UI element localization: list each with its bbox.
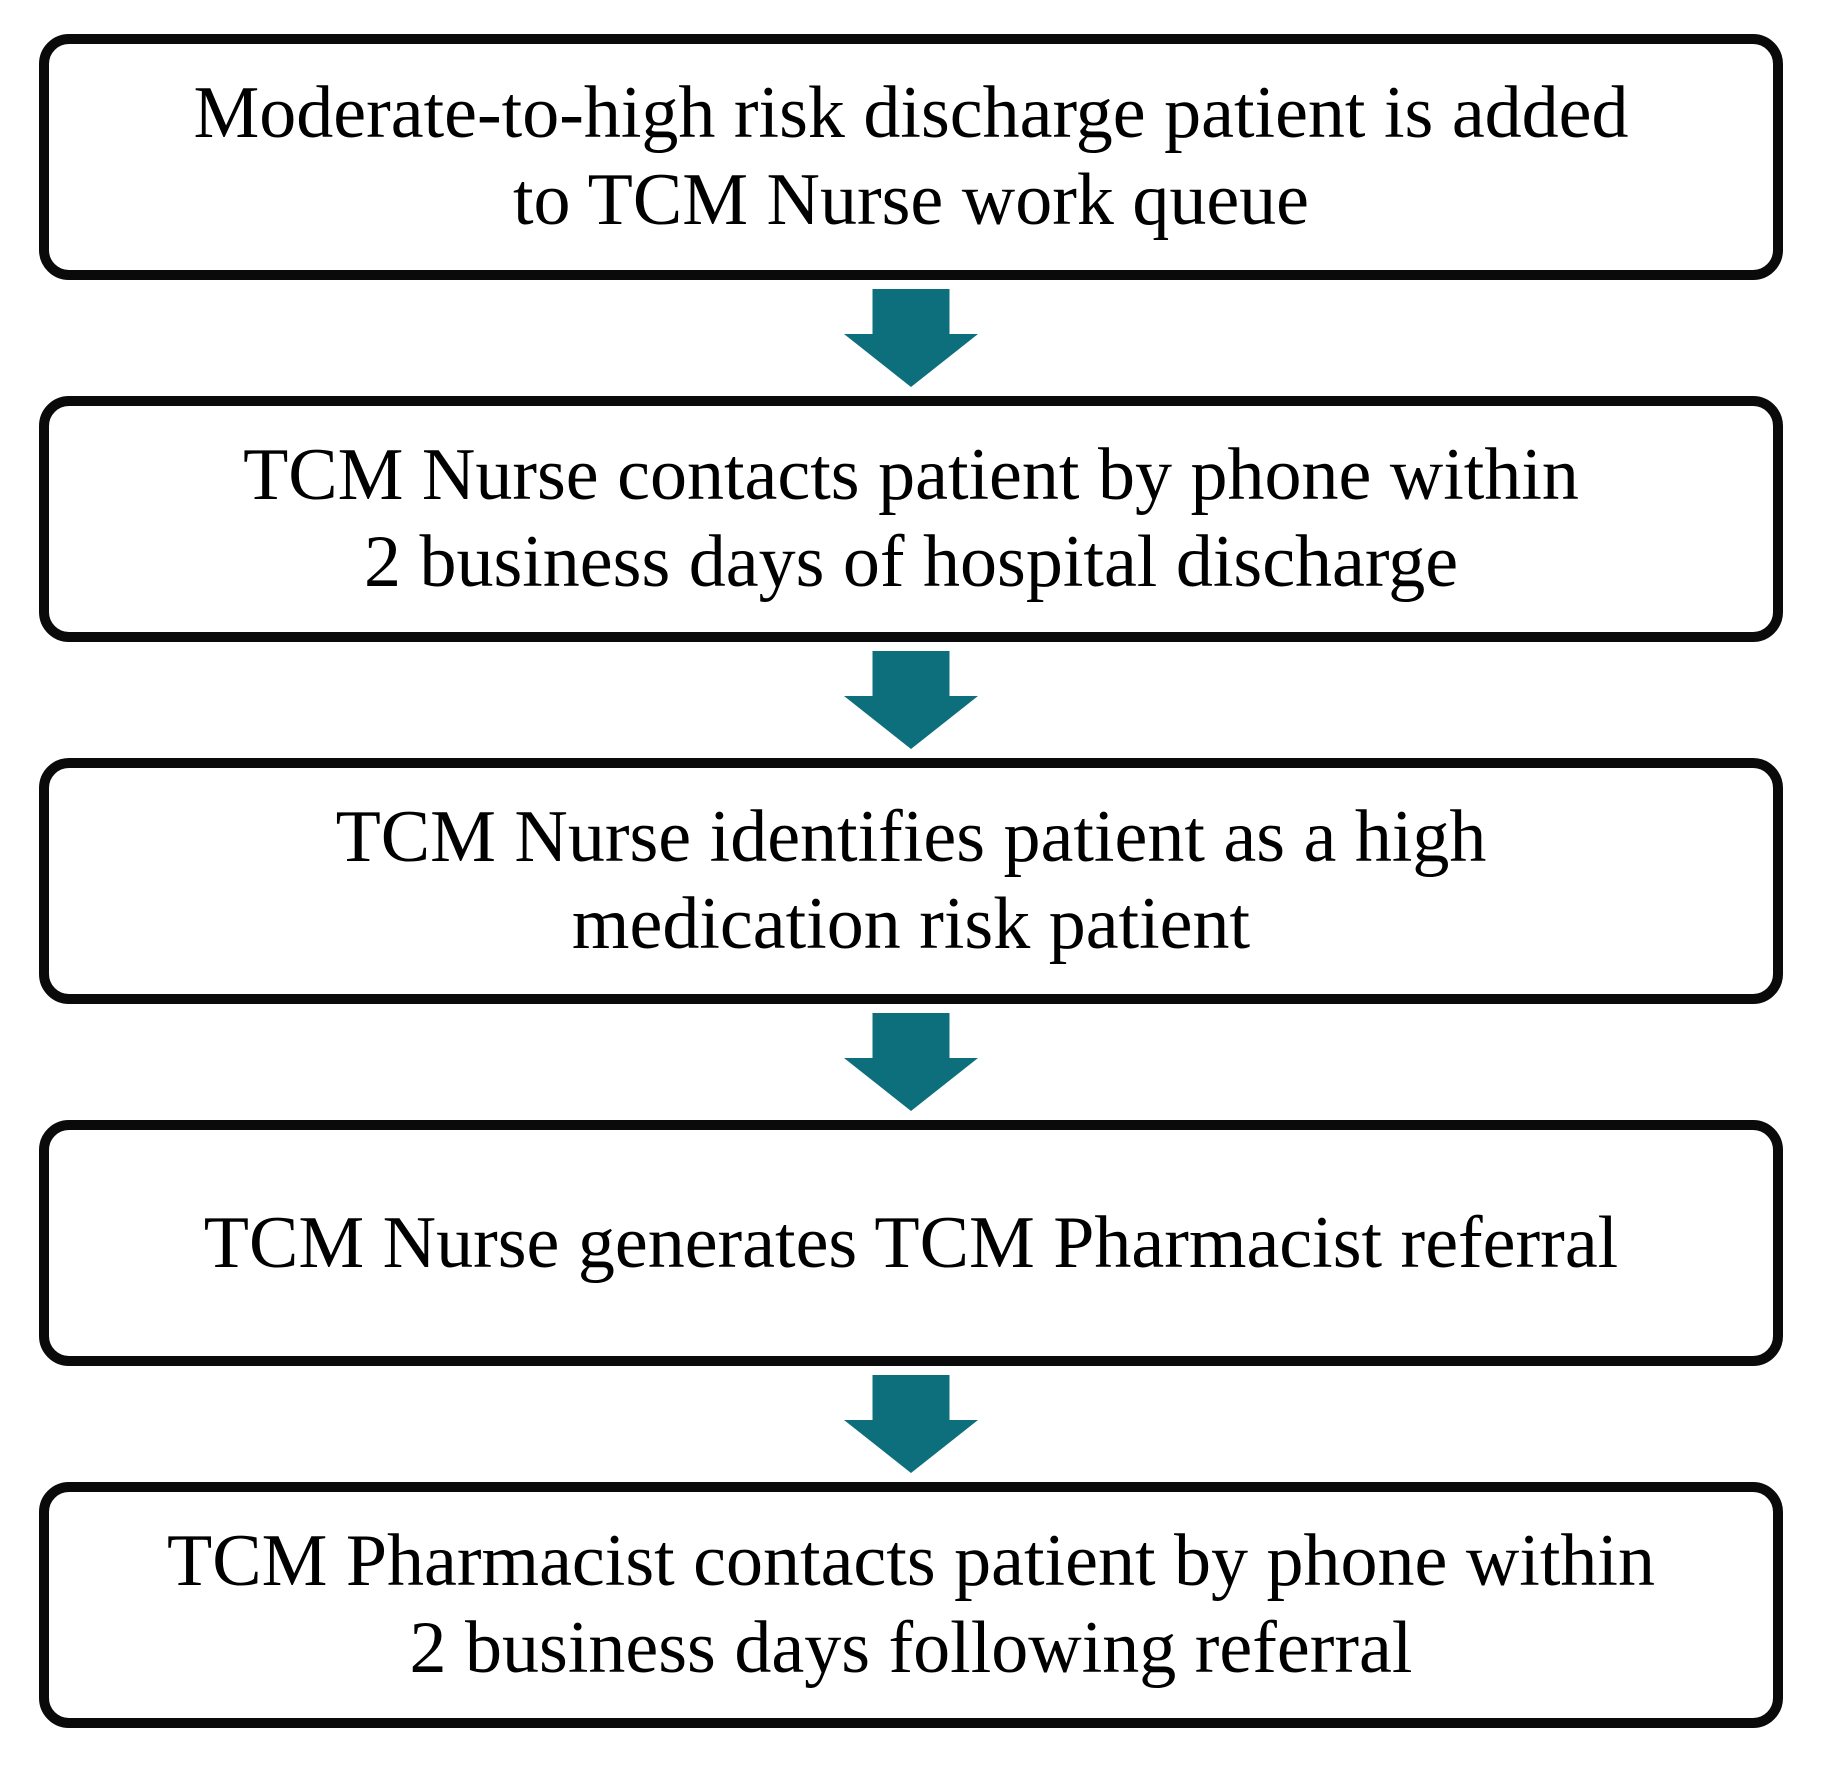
down-arrow-shape [844, 1013, 978, 1111]
connector-1 [844, 280, 978, 396]
down-arrow-icon [844, 1013, 978, 1111]
flow-step-3: TCM Nurse identifies patient as a high m… [39, 758, 1783, 1004]
flow-step-1-text: Moderate-to-high risk discharge patient … [193, 72, 1629, 241]
down-arrow-icon [844, 1375, 978, 1473]
down-arrow-shape [844, 651, 978, 749]
flow-step-3-text: TCM Nurse identifies patient as a high m… [335, 796, 1487, 965]
flow-step-5: TCM Pharmacist contacts patient by phone… [39, 1482, 1783, 1728]
down-arrow-icon [844, 289, 978, 387]
flow-step-2-text: TCM Nurse contacts patient by phone with… [243, 434, 1579, 603]
connector-4 [844, 1366, 978, 1482]
connector-2 [844, 642, 978, 758]
flow-step-1: Moderate-to-high risk discharge patient … [39, 34, 1783, 280]
down-arrow-icon [844, 651, 978, 749]
flow-step-4: TCM Nurse generates TCM Pharmacist refer… [39, 1120, 1783, 1366]
flow-step-4-text: TCM Nurse generates TCM Pharmacist refer… [203, 1201, 1619, 1284]
down-arrow-shape [844, 1375, 978, 1473]
down-arrow-shape [844, 289, 978, 387]
connector-3 [844, 1004, 978, 1120]
flow-step-5-text: TCM Pharmacist contacts patient by phone… [167, 1520, 1655, 1689]
flow-step-2: TCM Nurse contacts patient by phone with… [39, 396, 1783, 642]
